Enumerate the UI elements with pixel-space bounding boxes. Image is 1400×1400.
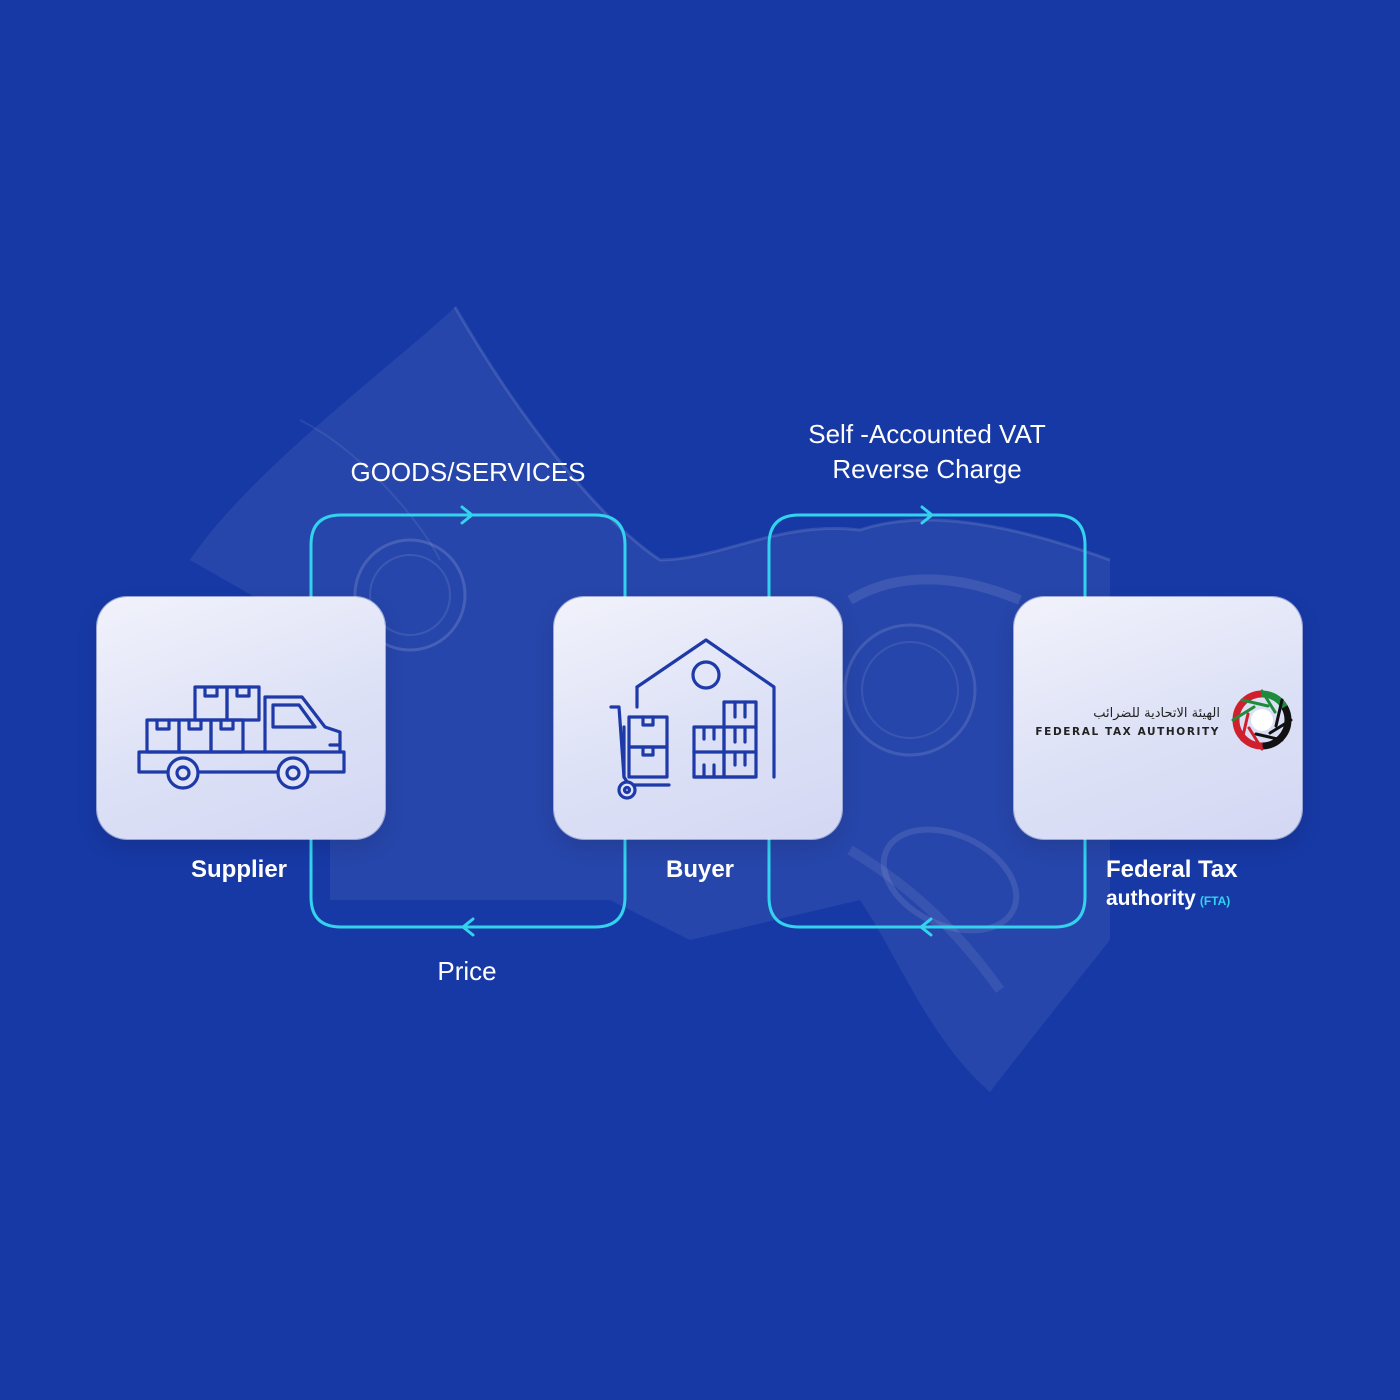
buyer-label: Buyer <box>665 856 735 883</box>
goods-services-connector <box>309 513 627 599</box>
fta-logo: الهيئة الاتحادية للضرائب FEDERAL TAX AUT… <box>1035 689 1293 751</box>
fta-label-line2: authority(FTA) <box>1106 884 1238 915</box>
fta-logo-arabic-text: الهيئة الاتحادية للضرائب <box>1093 706 1220 721</box>
fta-label-authority: authority <box>1106 887 1196 910</box>
delivery-truck-icon <box>137 685 346 790</box>
fta-emblem-icon <box>1231 689 1293 751</box>
price-label: Price <box>437 956 497 986</box>
reverse-charge-label: Reverse Charge <box>832 454 1022 484</box>
fta-logo-english-text: FEDERAL TAX AUTHORITY <box>1035 726 1220 738</box>
fta-label: Federal Tax authority(FTA) <box>1106 856 1238 915</box>
vat-bottom-arrow-icon <box>919 917 933 937</box>
fta-label-line1: Federal Tax <box>1106 856 1238 883</box>
goods-services-label: GOODS/SERVICES <box>350 457 586 487</box>
vat-top-arrow-icon <box>920 505 934 525</box>
supplier-card <box>97 597 385 839</box>
vat-connector-bottom <box>767 838 1087 929</box>
price-connector <box>309 838 627 929</box>
goods-services-arrow-icon <box>460 505 474 525</box>
vat-connector-top <box>767 513 1087 599</box>
warehouse-icon <box>609 638 776 800</box>
self-accounted-vat-label: Self -Accounted VAT <box>808 419 1046 449</box>
buyer-card <box>554 597 842 839</box>
supplier-label: Supplier <box>190 856 288 883</box>
fta-card: الهيئة الاتحادية للضرائب FEDERAL TAX AUT… <box>1014 597 1302 839</box>
fta-label-abbr: (FTA) <box>1199 894 1231 908</box>
price-arrow-icon <box>461 917 475 937</box>
